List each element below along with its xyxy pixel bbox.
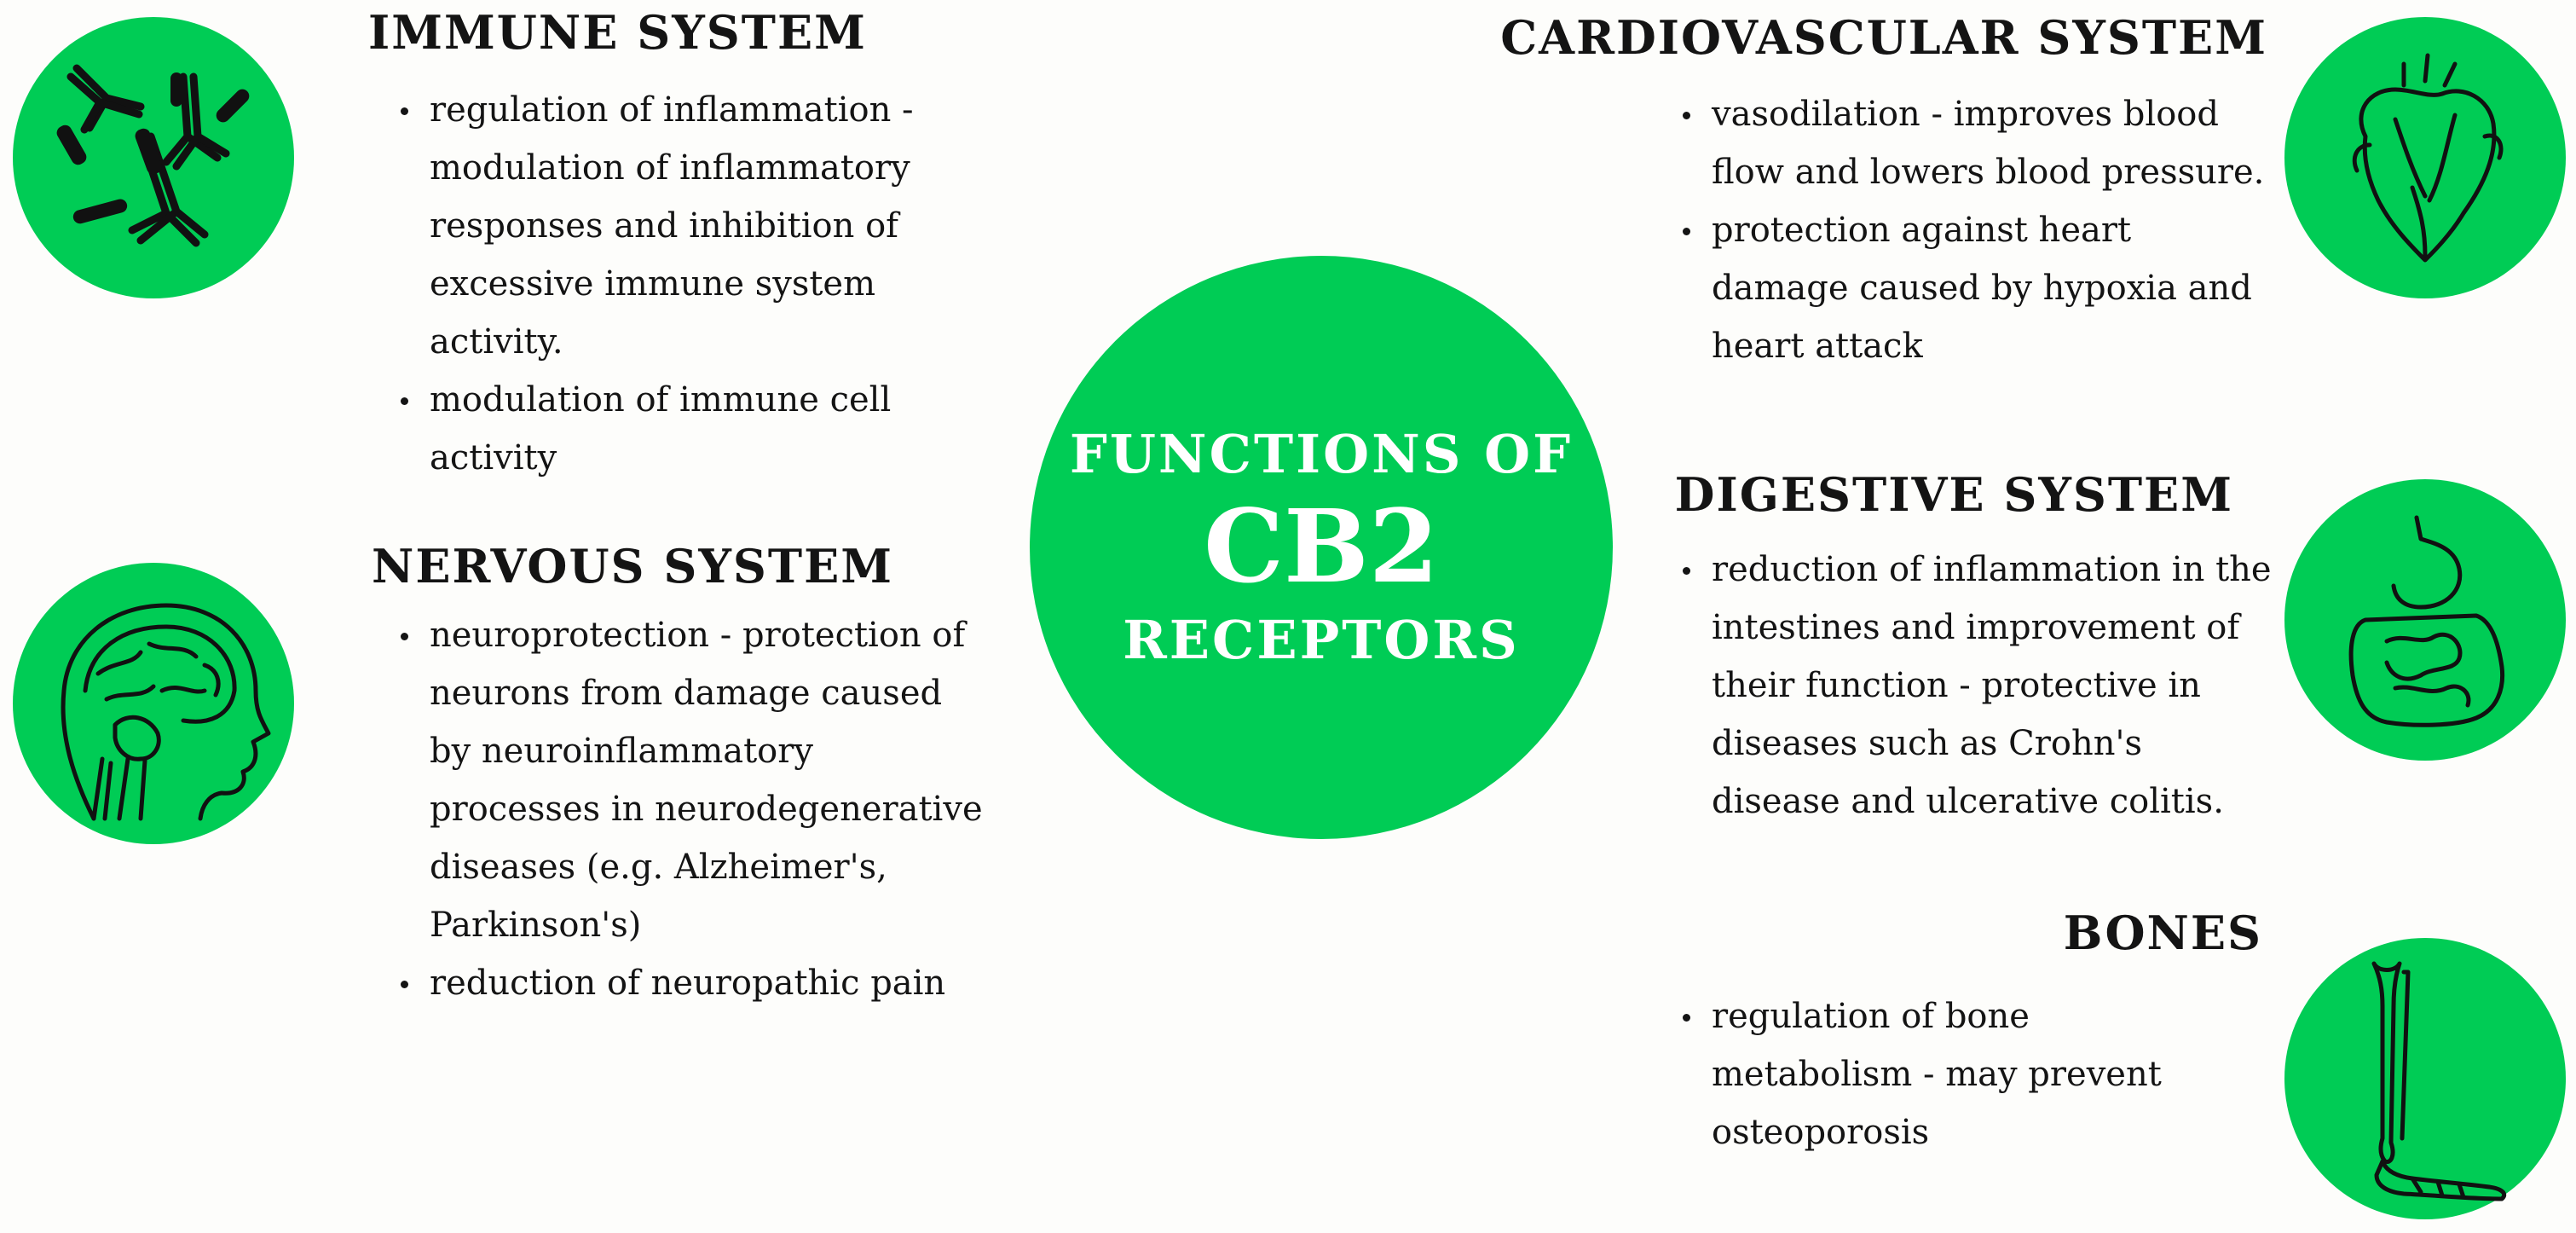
center-title-circle: FUNCTIONS OF CB2 RECEPTORS <box>1030 256 1613 839</box>
nervous-item: neuroprotection - protection of neurons … <box>399 606 987 954</box>
digestive-heading: DIGESTIVE SYSTEM <box>1674 467 2233 522</box>
bones-heading: BONES <box>2063 906 2262 960</box>
cardio-icon-circle <box>2284 17 2566 298</box>
cardio-item: vasodilation - improves blood flow and l… <box>1681 85 2278 201</box>
nervous-section: NERVOUS SYSTEM neuroprotection - protect… <box>372 539 1019 1012</box>
digestive-icon-circle <box>2284 479 2566 761</box>
leg-bones-icon <box>2371 961 2507 1201</box>
brain-head-icon <box>61 603 271 821</box>
digestive-section: DIGESTIVE SYSTEM <box>1466 467 2233 523</box>
nervous-item: reduction of neuropathic pain <box>399 954 987 1012</box>
digestive-list: reduction of inflammation in the intesti… <box>1681 541 2278 831</box>
immune-list: regulation of inflammation - modulation … <box>399 81 970 487</box>
cardio-section: CARDIOVASCULAR SYSTEM <box>1466 10 2267 66</box>
immune-section: IMMUNE SYSTEM regulation of inflammation… <box>368 5 999 487</box>
center-title-line3: RECEPTORS <box>1123 608 1520 671</box>
immune-heading: IMMUNE SYSTEM <box>368 5 867 60</box>
cardio-heading: CARDIOVASCULAR SYSTEM <box>1500 10 2267 65</box>
bones-icon-circle <box>2284 938 2566 1219</box>
digestive-item: reduction of inflammation in the intesti… <box>1681 541 2278 831</box>
bones-item: regulation of bone metabolism - may prev… <box>1681 987 2192 1161</box>
heart-icon <box>2352 53 2504 263</box>
bones-section: BONES <box>1961 906 2262 961</box>
digestive-tract-icon <box>2348 515 2505 727</box>
immune-item: regulation of inflammation - modulation … <box>399 81 970 371</box>
bones-list: regulation of bone metabolism - may prev… <box>1681 987 2192 1161</box>
immune-icon-circle <box>13 17 294 298</box>
nervous-heading: NERVOUS SYSTEM <box>372 539 894 593</box>
cardio-list: vasodilation - improves blood flow and l… <box>1681 85 2278 375</box>
nervous-list: neuroprotection - protection of neurons … <box>399 606 987 1012</box>
nervous-icon-circle <box>13 563 294 844</box>
center-title-line1: FUNCTIONS OF <box>1069 422 1574 485</box>
center-title-cb2: CB2 <box>1204 487 1439 606</box>
cardio-item: protection against heart damage caused b… <box>1681 201 2278 375</box>
immune-item: modulation of immune cell activity <box>399 371 970 487</box>
antibodies-icon <box>56 64 250 247</box>
